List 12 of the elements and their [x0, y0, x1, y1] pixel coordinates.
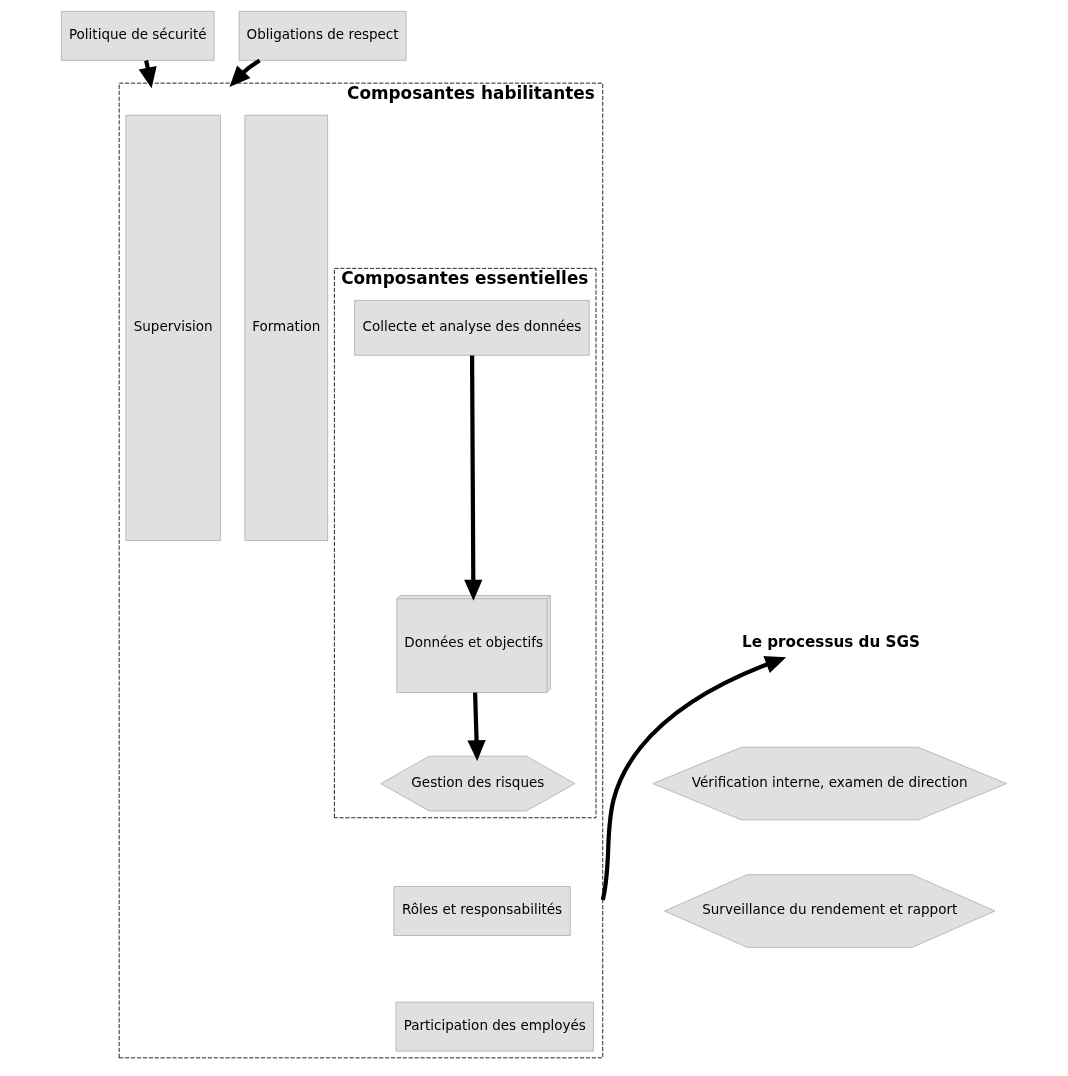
arrow: [600, 656, 787, 901]
node-box: Rôles et responsabilités: [393, 886, 571, 936]
node-box: Formation: [244, 114, 329, 541]
node-box: Participation des employés: [395, 1001, 594, 1052]
arrow: [464, 355, 483, 601]
arrow: [229, 58, 261, 87]
node-text: Le processus du SGS: [742, 632, 920, 651]
arrow: [467, 692, 486, 762]
node-box: Supervision: [125, 114, 221, 541]
node-box: Obligations de respect: [238, 10, 407, 61]
node-box: Collecte et analyse des données: [354, 300, 590, 356]
node-box: Politique de sécurité: [60, 10, 215, 61]
